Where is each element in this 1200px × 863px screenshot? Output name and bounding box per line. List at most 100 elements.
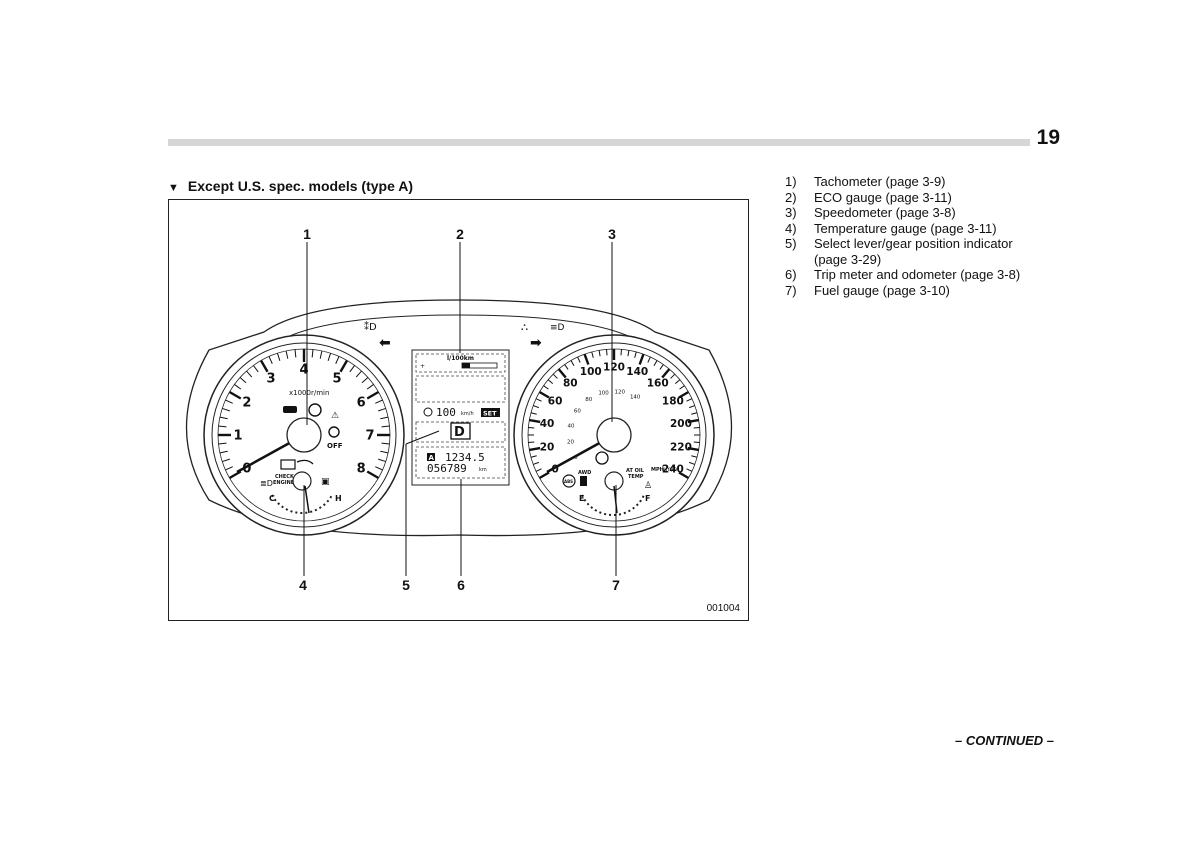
tachometer-tick: [375, 399, 383, 404]
speedometer-tick: [693, 427, 700, 429]
tachometer-tick: [246, 370, 253, 378]
tachometer-tick: [319, 350, 323, 359]
tachometer-tick: [225, 399, 233, 404]
mph-label: 20: [567, 440, 574, 446]
set-badge: [481, 408, 500, 417]
speedometer-tick: [693, 441, 700, 443]
hood-line: [280, 314, 638, 341]
odometer-unit: km: [479, 467, 487, 473]
tachometer-tick: [228, 470, 242, 480]
speedometer-tick: [570, 360, 575, 366]
tachometer-tick: [276, 353, 281, 361]
brake-warning-icon: [595, 451, 609, 465]
callout-2: 2: [456, 226, 464, 242]
fog-light-icon: ⁑D: [364, 320, 377, 333]
tachometer-tick: [259, 359, 269, 373]
low-fuel-icon: [580, 476, 587, 486]
eco-unit: l/100km: [447, 355, 474, 362]
speedometer-tick: [686, 468, 693, 472]
callout-3: 3: [608, 226, 616, 242]
gear-indicator: D: [454, 425, 465, 440]
battery-icon: [280, 459, 296, 470]
awd-label: AWD: [578, 470, 591, 476]
tachometer-tick: [225, 466, 233, 471]
temperature-gauge: C H: [269, 471, 342, 514]
speedometer-tick: [583, 353, 590, 365]
speedometer-tick: [638, 353, 645, 365]
speedometer-tick: [552, 373, 558, 379]
tachometer-label: 3: [266, 371, 275, 386]
cluster-housing: [185, 299, 733, 537]
seatbelt-reminder-icon: ▣: [321, 477, 330, 487]
airbag-icon: ♙: [644, 481, 652, 491]
mph-label: 40: [568, 423, 575, 429]
figure-id: 001004: [706, 603, 740, 614]
callout-4: 4: [299, 577, 307, 593]
speedometer-tick: [533, 461, 539, 465]
tachometer-tick: [339, 359, 349, 373]
high-beam-icon: ≡D: [550, 323, 565, 333]
tachometer-tick: [327, 353, 332, 361]
speedometer-tick: [598, 350, 601, 357]
temperature-high-label: H: [335, 494, 342, 503]
speedometer-label: 160: [647, 378, 669, 390]
mph-label: 100: [598, 390, 609, 396]
legend-item: 6)Trip meter and odometer (page 3-8): [785, 267, 1021, 282]
tachometer-tick: [222, 458, 230, 463]
speedometer-tick: [538, 471, 550, 480]
gear-indicator-box: [450, 422, 471, 440]
tachometer-tick: [335, 356, 340, 364]
callout-6: 6: [457, 577, 465, 593]
speedometer-tick: [647, 356, 651, 363]
tachometer-tick: [239, 377, 247, 384]
odometer-value: 056789: [427, 462, 467, 475]
tachometer-tick: [366, 470, 380, 480]
speedometer-tick: [535, 468, 542, 472]
tachometer-tick: [219, 416, 228, 420]
speedometer-label: 140: [626, 366, 648, 378]
speedometer-label: 240: [662, 464, 684, 476]
speedometer-tick: [678, 471, 690, 480]
legend-item: 3)Speedometer (page 3-8): [785, 205, 956, 220]
trip-value: 1234.5: [445, 451, 485, 464]
speedometer-tick: [634, 351, 637, 358]
mph-label: 140: [630, 394, 641, 400]
mph-label: 120: [615, 389, 626, 395]
speedometer-tick: [606, 349, 608, 356]
mph-label: 60: [574, 409, 581, 415]
cruise-unit: km/h: [461, 411, 474, 417]
tachometer-tick: [311, 349, 314, 358]
speedometer-tick: [529, 418, 541, 424]
speedometer-tick: [530, 455, 537, 458]
speedometer-tick: [547, 379, 554, 384]
eyesight-off-icon: [328, 426, 340, 438]
speedometer-tick: [543, 385, 549, 390]
tachometer-tick: [218, 442, 227, 445]
page-number: 19: [1036, 126, 1060, 149]
eco-plus-sign: +: [420, 363, 425, 370]
speedometer-tick: [691, 412, 698, 415]
speedometer-tick: [528, 441, 535, 443]
speedometer-label: 80: [563, 378, 578, 390]
tachometer-label: 4: [299, 363, 308, 378]
eyesight-warning-icon: ⚠: [331, 411, 339, 421]
eco-bar-fill: [462, 363, 470, 368]
cruise-set-icon: [423, 407, 433, 417]
tachometer-label: 1: [233, 429, 242, 444]
temperature-scale: [271, 494, 333, 514]
mph-label: 0: [574, 455, 578, 461]
continued-label: – CONTINUED –: [955, 733, 1054, 748]
speedometer-label: 120: [603, 362, 625, 374]
speedometer-tick: [528, 427, 535, 429]
callout-1: 1: [303, 226, 311, 242]
legend-item: 1)Tachometer (page 3-9): [785, 174, 946, 189]
speedometer-label: 220: [670, 441, 692, 453]
eyesight-off-label: OFF: [327, 442, 343, 450]
tachometer-tick: [361, 377, 369, 384]
speedometer-label: 60: [548, 396, 563, 408]
tachometer-tick: [380, 416, 389, 420]
tachometer-tick: [349, 365, 355, 373]
